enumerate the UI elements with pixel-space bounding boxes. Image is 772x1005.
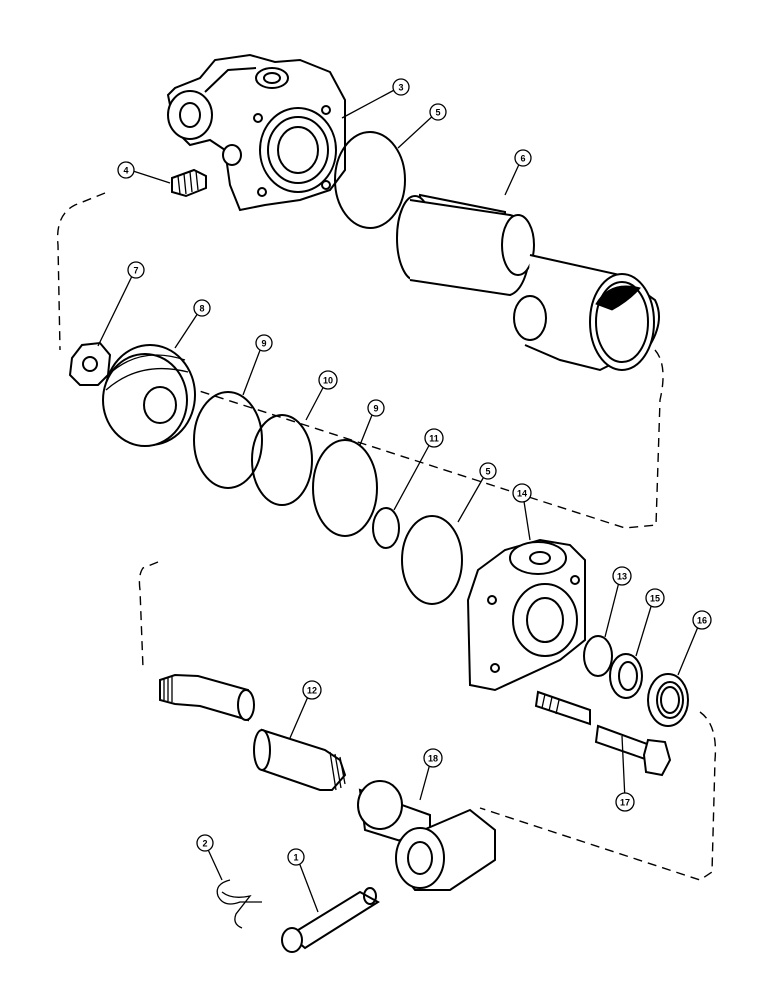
callout-label: 14 xyxy=(517,489,527,499)
callout-14: 14 xyxy=(512,483,532,503)
callout-label: 11 xyxy=(429,434,439,444)
leader-lines xyxy=(97,87,701,913)
callout-label: 8 xyxy=(199,304,204,314)
ring-part-11 xyxy=(372,507,400,549)
callout-15: 15 xyxy=(645,588,665,608)
ring-part-9-upper xyxy=(193,391,263,489)
callout-label: 6 xyxy=(520,154,525,164)
callout-4: 4 xyxy=(117,161,135,179)
ring-part-13 xyxy=(583,635,613,677)
washer-part-15 xyxy=(609,653,643,699)
callout-18: 18 xyxy=(423,748,443,768)
rod-eye-part-18 xyxy=(357,780,496,891)
callout-label: 17 xyxy=(620,798,630,808)
callout-label: 2 xyxy=(202,839,207,849)
o-ring-part-5-upper xyxy=(334,131,406,229)
callout-9-lower: 9 xyxy=(367,399,385,417)
plug-part-4 xyxy=(171,168,207,198)
cylinder-tube-part-6 xyxy=(396,193,660,372)
head-housing-part-3 xyxy=(166,53,346,212)
callout-13: 13 xyxy=(612,566,632,586)
callout-5-lower: 5 xyxy=(479,462,497,480)
callout-label: 9 xyxy=(373,404,378,414)
o-ring-part-5-lower xyxy=(401,515,463,605)
callout-3: 3 xyxy=(392,78,410,96)
callout-10: 10 xyxy=(318,370,338,390)
piston-rod-part-12 xyxy=(159,673,347,791)
assembly-outline-lower xyxy=(138,561,717,881)
callout-6: 6 xyxy=(514,149,532,167)
callout-5-upper: 5 xyxy=(429,103,447,121)
ring-part-10 xyxy=(251,414,313,506)
callout-label: 3 xyxy=(398,83,403,93)
ring-part-9-lower xyxy=(312,439,378,537)
callout-label: 7 xyxy=(133,266,138,276)
callout-label: 13 xyxy=(617,572,627,582)
assembly-outline-upper xyxy=(56,192,664,529)
callout-16: 16 xyxy=(692,610,712,630)
callout-label: 12 xyxy=(307,686,317,696)
clip-part-2 xyxy=(216,879,262,929)
bolt-part-17 xyxy=(534,690,672,777)
callout-label: 9 xyxy=(261,339,266,349)
callout-label: 5 xyxy=(485,467,490,477)
base-head-part-14 xyxy=(466,538,586,692)
callout-label: 5 xyxy=(435,108,440,118)
callout-7: 7 xyxy=(127,261,145,279)
callout-2: 2 xyxy=(196,834,214,852)
callout-label: 1 xyxy=(293,853,298,863)
nut-part-7 xyxy=(68,341,112,386)
callout-11: 11 xyxy=(424,428,444,448)
callout-17: 17 xyxy=(615,792,635,812)
callout-1: 1 xyxy=(287,848,305,866)
callout-label: 18 xyxy=(428,754,438,764)
seal-part-16 xyxy=(647,673,689,727)
piston-part-8 xyxy=(102,344,196,447)
callout-label: 16 xyxy=(697,616,707,626)
callout-label: 4 xyxy=(123,166,128,176)
callout-label: 15 xyxy=(650,594,660,604)
callout-12: 12 xyxy=(302,680,322,700)
callout-9-upper: 9 xyxy=(255,334,273,352)
pin-part-1 xyxy=(281,887,380,953)
callout-8: 8 xyxy=(193,299,211,317)
callout-label: 10 xyxy=(323,376,333,386)
